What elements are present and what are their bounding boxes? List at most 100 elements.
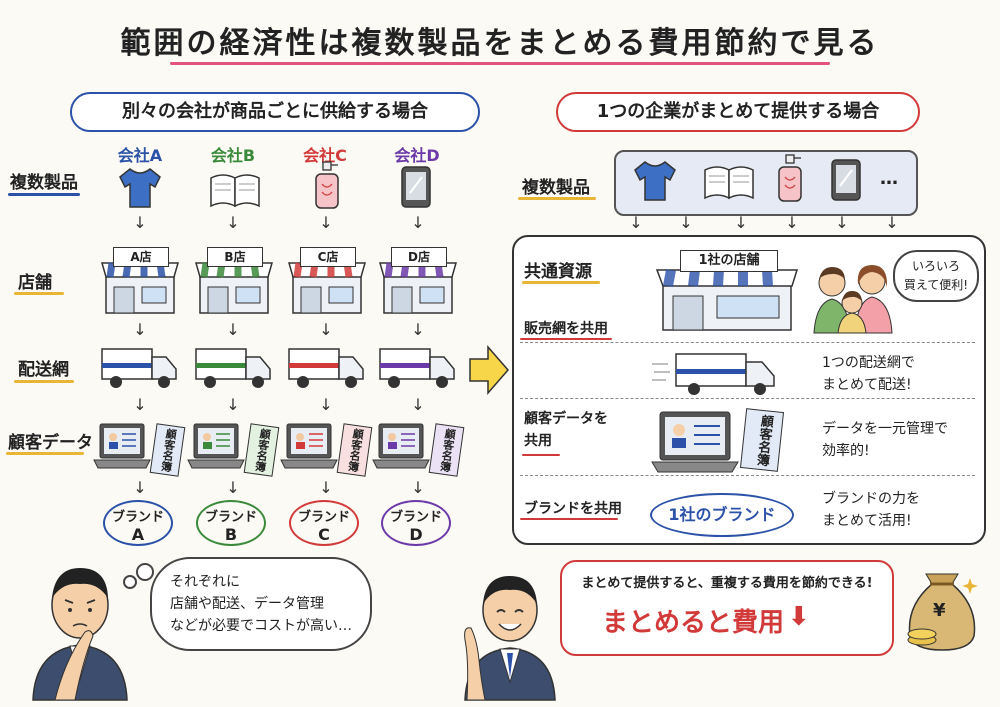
- note-line: まとめて配送!: [822, 377, 912, 393]
- book-icon: [704, 166, 754, 200]
- row-label-products: 複数製品: [10, 173, 78, 193]
- store-sign: A店: [113, 247, 169, 267]
- company-c-label: 会社C: [303, 146, 347, 165]
- customer-book: 顧客名簿: [149, 423, 186, 477]
- note-line: ブランドの力を: [822, 491, 920, 507]
- thought-dot: [136, 563, 154, 581]
- store-sign: D店: [391, 247, 447, 267]
- arrow-down-icon: ↓: [411, 395, 425, 414]
- arrow-down-icon: ↓: [835, 213, 849, 232]
- customer-book: 顧客名簿: [336, 423, 373, 477]
- row-divider: [520, 342, 975, 343]
- store-icon: [655, 269, 799, 331]
- arrow-down-icon: ↓: [226, 213, 240, 232]
- arrow-down-icon: ↓: [319, 320, 333, 339]
- right-products-label: 複数製品: [522, 178, 590, 198]
- brand-label: ブランド: [389, 510, 442, 525]
- arrow-down-icon: ↓: [319, 213, 333, 232]
- row-underline: [518, 197, 596, 200]
- bottle-icon: [315, 161, 339, 209]
- customer-book: 顧客名簿: [428, 423, 465, 477]
- shared-brand-oval: 1社のブランド: [650, 493, 794, 537]
- note-line: データを一元管理で: [822, 421, 948, 437]
- brand-label: ブランド: [297, 510, 350, 525]
- row-label-store: 店舗: [18, 273, 52, 293]
- truck-icon: [379, 348, 455, 388]
- laptop-icon: [372, 423, 430, 469]
- arrow-down-icon: ↓: [411, 320, 425, 339]
- brand-letter: A: [131, 525, 145, 544]
- right-header: 1つの企業がまとめて提供する場合: [556, 92, 920, 132]
- thought-line: 店舗や配送、データ管理: [170, 596, 324, 612]
- yen-symbol: ¥: [933, 600, 946, 621]
- note-line: 効率的!: [822, 443, 870, 459]
- money-bag-icon: [907, 573, 978, 651]
- arrow-down-icon: ↓: [319, 395, 333, 414]
- store-sign: B店: [207, 247, 263, 267]
- tshirt-icon: [634, 161, 676, 201]
- thought-line: などが必要でコストが高い…: [170, 618, 352, 634]
- smiling-man-icon: [464, 576, 556, 701]
- label-line: 共用: [524, 433, 552, 449]
- store-sign: C店: [300, 247, 356, 267]
- arrow-down-icon: ↓: [226, 320, 240, 339]
- row-label-brand: ブランドを共用: [524, 501, 622, 517]
- row-divider: [520, 475, 975, 476]
- truck-icon: [195, 348, 271, 388]
- page-title: 範囲の経済性は複数製品をまとめる費用節約で見る: [120, 26, 880, 61]
- speech-bubble: いろいろ 買えて便利!: [893, 250, 979, 302]
- brand-letter: D: [409, 525, 423, 544]
- thought-dot: [123, 575, 137, 589]
- tshirt-icon: [119, 168, 161, 208]
- customer-book: 顧客名簿: [739, 408, 785, 472]
- company-a-label: 会社A: [117, 146, 163, 165]
- row-underline: [522, 281, 600, 284]
- brand-note: ブランドの力を まとめて活用!: [822, 488, 920, 532]
- right-arrow-icon: [469, 344, 509, 396]
- arrow-down-icon: ↓: [734, 213, 748, 232]
- family-icon: [813, 265, 893, 334]
- arrow-down-icon: ↓: [411, 213, 425, 232]
- row-underline: [14, 292, 64, 295]
- speech-line: 買えて便利!: [903, 278, 969, 292]
- brand-letter: B: [224, 525, 238, 544]
- brand-label: ブランド: [111, 510, 164, 525]
- arrow-down-icon: ↓: [226, 395, 240, 414]
- data-note: データを一元管理で 効率的!: [822, 418, 948, 462]
- row-underline: [522, 454, 560, 456]
- arrow-down-icon: ↓: [133, 213, 147, 232]
- laptop-icon: [93, 423, 151, 469]
- brand-letter: C: [318, 525, 330, 544]
- label-line: 顧客データを: [524, 411, 608, 427]
- arrow-down-icon: ↓: [133, 320, 147, 339]
- store-sign: 1社の店舗: [680, 250, 778, 272]
- speech-line: いろいろ: [911, 259, 960, 273]
- store-c-icon: [288, 262, 366, 314]
- brand-c-oval: ブランド C: [289, 500, 359, 546]
- row-underline: [520, 338, 612, 340]
- arrow-down-icon: ↓: [885, 213, 899, 232]
- arrow-down-icon: ⬇: [788, 602, 810, 632]
- row-underline: [8, 193, 80, 196]
- arrow-down-icon: ↓: [629, 213, 643, 232]
- laptop-icon: [280, 423, 338, 469]
- title-underline: [170, 62, 830, 65]
- thought-bubble: それぞれに 店舗や配送、データ管理 などが必要でコストが高い…: [150, 557, 372, 651]
- more-products-ellipsis: …: [880, 168, 898, 189]
- delivery-note: 1つの配送網で まとめて配送!: [822, 352, 915, 396]
- company-b-label: 会社B: [210, 146, 256, 165]
- row-label-customer-data: 顧客データを 共用: [524, 408, 608, 452]
- arrow-down-icon: ↓: [411, 478, 425, 497]
- summary-bubble: まとめて提供すると、重複する費用を節約できる! まとめると費用 ⬇: [560, 560, 894, 656]
- brand-b-oval: ブランド B: [196, 500, 266, 546]
- shared-resources-label: 共通資源: [524, 262, 592, 282]
- arrow-down-icon: ↓: [319, 478, 333, 497]
- worried-man-icon: [32, 568, 128, 701]
- laptop-icon: [187, 423, 245, 469]
- row-label-customer-data: 顧客データ: [8, 433, 93, 453]
- summary-top-text: まとめて提供すると、重複する費用を節約できる!: [581, 576, 873, 591]
- laptop-icon: [651, 411, 739, 473]
- truck-icon: [652, 353, 775, 395]
- truck-icon: [101, 348, 177, 388]
- note-line: 1つの配送網で: [822, 355, 915, 371]
